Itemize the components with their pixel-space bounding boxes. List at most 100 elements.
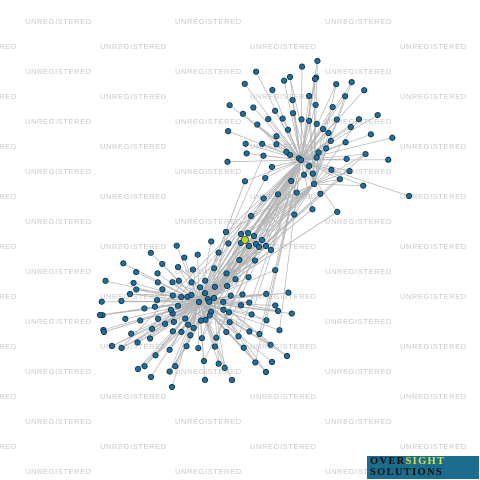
entity-node: [195, 345, 202, 352]
entity-node: [325, 129, 332, 137]
watermark-text: UNREGISTERED: [400, 392, 467, 401]
watermark-text: UNREGISTERED: [0, 192, 17, 201]
entity-node: [173, 242, 180, 249]
watermark-text: UNREGISTERED: [100, 292, 167, 301]
entity-node: [309, 170, 316, 177]
watermark-text: UNREGISTERED: [175, 67, 242, 76]
watermark-text: UNREGISTERED: [250, 342, 317, 351]
graph-edge: [192, 269, 200, 303]
entity-node: [246, 299, 253, 306]
entity-node: [187, 332, 194, 339]
logo-text-over: OVER: [370, 456, 406, 467]
entity-node: [262, 368, 270, 376]
watermark-text: UNREGISTERED: [100, 142, 167, 151]
entity-node: [174, 302, 182, 309]
entity-node: [297, 156, 305, 164]
graph-edge: [300, 159, 338, 213]
graph-edge: [197, 254, 200, 303]
entity-node: [260, 195, 267, 202]
graph-edge: [198, 249, 272, 303]
entity-node: [222, 228, 230, 236]
graph-edge: [191, 282, 200, 303]
entity-node: [288, 310, 295, 317]
watermark-text: UNREGISTERED: [175, 117, 242, 126]
entity-node: [281, 77, 288, 84]
entity-node: [133, 286, 140, 293]
graph-edge: [125, 301, 200, 320]
entity-node: [247, 212, 255, 220]
entity-node: [319, 125, 327, 133]
entity-node: [118, 297, 125, 305]
entity-node: [273, 141, 280, 148]
graph-edge: [300, 95, 310, 161]
entity-node: [355, 116, 363, 123]
graph-edge: [121, 159, 302, 349]
watermark-text: UNREGISTERED: [325, 17, 392, 26]
graph-edge: [198, 301, 219, 364]
graph-edge: [313, 78, 316, 185]
entity-node: [276, 327, 283, 334]
entity-node: [269, 86, 276, 94]
graph-edge: [174, 301, 200, 367]
graph-edge: [300, 133, 372, 161]
entity-node: [225, 240, 232, 247]
watermark-text: UNREGISTERED: [25, 317, 92, 326]
entity-node: [286, 73, 294, 81]
graph-edge: [255, 71, 302, 161]
watermark-text: UNREGISTERED: [250, 392, 317, 401]
entity-node: [306, 162, 313, 170]
entity-node: [274, 191, 282, 198]
watermark-text: UNREGISTERED: [250, 92, 317, 101]
graph-edge: [251, 159, 302, 315]
graph-edge: [157, 299, 200, 303]
entity-node: [265, 115, 272, 123]
entity-node: [405, 192, 413, 200]
entity-node: [258, 236, 266, 244]
graph-edge: [255, 159, 302, 363]
graph-edge: [272, 89, 302, 161]
logo-line-1: OVERSIGHT: [370, 456, 476, 468]
watermark-text: UNREGISTERED: [0, 92, 17, 101]
entity-node: [170, 318, 177, 326]
entity-node: [236, 256, 243, 264]
watermark-text: UNREGISTERED: [400, 442, 467, 451]
watermark-text: UNREGISTERED: [25, 117, 92, 126]
graph-edge: [213, 297, 226, 368]
entity-node: [289, 110, 297, 117]
entity-node: [154, 279, 161, 286]
entity-node: [225, 309, 233, 316]
graph-edge: [198, 166, 273, 303]
entity-node: [334, 208, 341, 216]
graph-edge: [265, 159, 302, 179]
entity-node: [188, 291, 195, 298]
graph-edge: [300, 123, 318, 161]
entity-node: [336, 176, 343, 183]
watermark-text: UNREGISTERED: [325, 417, 392, 426]
entity-node: [130, 279, 137, 287]
graph-edge: [300, 104, 316, 161]
entity-node: [194, 251, 201, 258]
entity-node: [120, 260, 127, 267]
watermark-text: UNREGISTERED: [250, 442, 317, 451]
entity-node: [196, 284, 204, 291]
entity-node: [315, 149, 322, 156]
entity-node: [228, 376, 236, 384]
entity-node: [213, 334, 220, 341]
watermark-text: UNREGISTERED: [175, 367, 242, 376]
entity-node: [159, 260, 166, 268]
graph-edge: [300, 159, 321, 195]
entity-node: [152, 352, 159, 359]
entity-node: [154, 315, 162, 322]
watermark-text: UNREGISTERED: [0, 42, 17, 51]
entity-node: [239, 110, 247, 117]
entity-node: [169, 279, 176, 286]
entity-node: [232, 276, 239, 283]
entity-node: [272, 107, 279, 114]
entity-node: [306, 92, 313, 100]
entity-node: [283, 352, 291, 360]
entity-node: [182, 315, 189, 322]
entity-node: [122, 315, 129, 322]
graph-edge: [300, 126, 351, 161]
entity-node: [148, 325, 156, 332]
entity-node: [220, 306, 227, 313]
